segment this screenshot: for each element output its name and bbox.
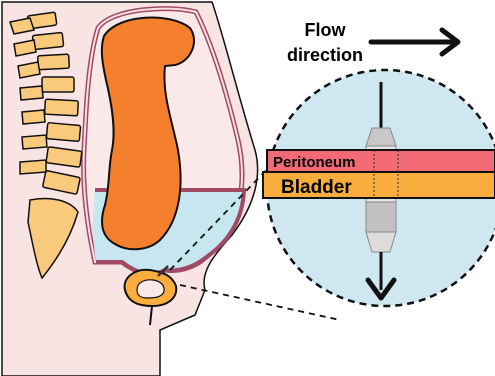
right-arrow-icon [371,30,458,54]
zoom-line-bottom [180,285,340,320]
flow-label-line2: direction [287,45,363,65]
peritoneum-label: Peritoneum [273,154,356,171]
bladder-label: Bladder [281,177,352,198]
flow-label-line1: Flow [305,20,347,40]
